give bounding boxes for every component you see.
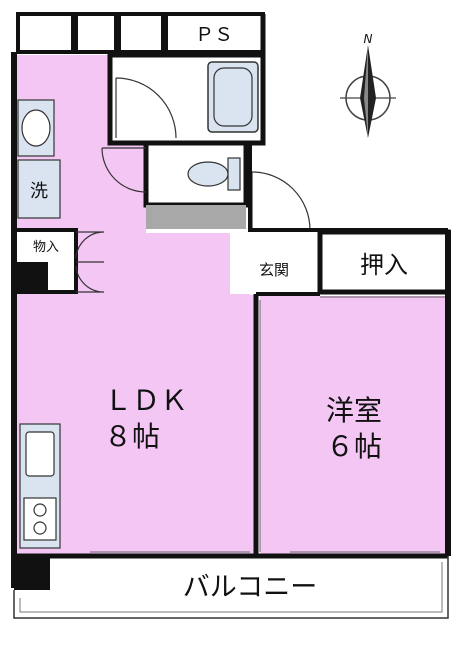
burner-1 [33,503,47,517]
western-size-label: ６帖 [326,430,382,463]
bathtub [207,61,259,133]
ps-label: ＰＳ [195,24,233,46]
washer-space [17,159,61,219]
storage-door-swing [75,231,105,293]
ps-box [164,12,265,54]
wash-label: 洗 [30,181,48,202]
balcony-label: バルコニー [183,572,317,603]
bathroom-door-swing [115,77,177,139]
bathtub-inner [213,67,253,127]
ldk-name-label: ＬＤＫ [104,384,188,417]
top-box-2 [74,12,118,54]
stove [23,497,57,541]
top-box-3 [117,12,165,54]
balcony-rail [19,562,443,613]
entrance-area [230,232,318,294]
storage-pillar [14,262,48,294]
closet-label: 押入 [360,251,408,279]
corner-pillar [14,556,50,590]
toilet-step [146,205,246,229]
north-compass [340,45,396,138]
vanity-sink [21,109,51,147]
burner-2 [33,521,47,535]
kitchen-sink [25,431,55,477]
ldk-floor [14,55,255,556]
toilet-bowl [187,161,229,187]
front-door-swing [251,171,311,231]
top-box-1 [16,12,75,54]
balcony-outline [13,556,449,619]
ldk-size-label: ８帖 [104,420,160,453]
toilet-tank [227,157,241,191]
entrance-label: 玄関 [259,261,289,279]
storage-label: 物入 [33,240,59,255]
toilet-door-swing [101,147,147,193]
western-name-label: 洋室 [326,394,382,427]
compass-north-label: N [364,32,373,46]
western-room-floor [260,296,446,554]
